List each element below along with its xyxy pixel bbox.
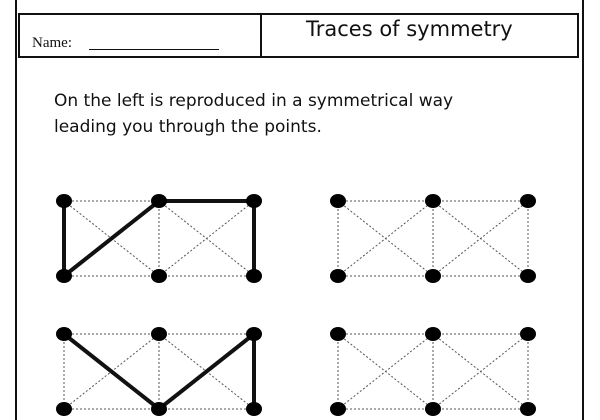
row1-answer-dot-r0-c0 (330, 194, 346, 208)
row2-example-dot-r1-c0 (56, 402, 72, 416)
row1-example-dot-r1-c1 (151, 269, 167, 283)
row1-answer-dot-r1-c1 (425, 269, 441, 283)
row2-example-dot-r0-c2 (246, 327, 262, 341)
row1-answer-guide-diag-4 (432, 200, 529, 277)
row2-answer-dot-r1-c0 (330, 402, 346, 416)
header-divider (260, 15, 262, 56)
row1-answer-dot-r1-c2 (520, 269, 536, 283)
page-border-right (582, 0, 584, 420)
row1-answer-dot-r0-c2 (520, 194, 536, 208)
row1-example-dot-r1-c2 (246, 269, 262, 283)
row2-answer-dot-r0-c2 (520, 327, 536, 341)
worksheet-header: Name: Traces of symmetry (18, 13, 579, 58)
instructions: On the left is reproduced in a symmetric… (54, 88, 564, 140)
row1-answer-guide-diag-2 (337, 200, 434, 277)
page-border-left (15, 0, 17, 420)
row2-example-traced-path (62, 332, 256, 411)
row2-example-dot-r1-c2 (246, 402, 262, 416)
row1-example-dot-r1-c0 (56, 269, 72, 283)
row2-answer-dot-r0-c1 (425, 327, 441, 341)
row2-answer-guide-diag-2 (337, 333, 434, 410)
row1-example-dot-r0-c1 (151, 194, 167, 208)
row1-answer-dot-r1-c0 (330, 269, 346, 283)
name-label: Name: (32, 35, 72, 51)
name-field[interactable] (89, 49, 219, 50)
row2-answer-dot-r1-c2 (520, 402, 536, 416)
row1-answer-dot-r0-c1 (425, 194, 441, 208)
row2-example-dot-r0-c0 (56, 327, 72, 341)
row1-example-dot-r0-c0 (56, 194, 72, 208)
row2-answer-guide-diag-4 (432, 333, 529, 410)
row2-example-dot-r0-c1 (151, 327, 167, 341)
row1-example-guide-diag-4 (158, 200, 255, 277)
row1-example-dot-r0-c2 (246, 194, 262, 208)
row2-answer-dot-r1-c1 (425, 402, 441, 416)
instructions-line-1: On the left is reproduced in a symmetric… (54, 91, 454, 111)
row2-example-dot-r1-c1 (151, 402, 167, 416)
row2-answer-dot-r0-c0 (330, 327, 346, 341)
worksheet-title: Traces of symmetry (306, 17, 513, 41)
instructions-line-2: leading you through the points. (54, 117, 322, 137)
